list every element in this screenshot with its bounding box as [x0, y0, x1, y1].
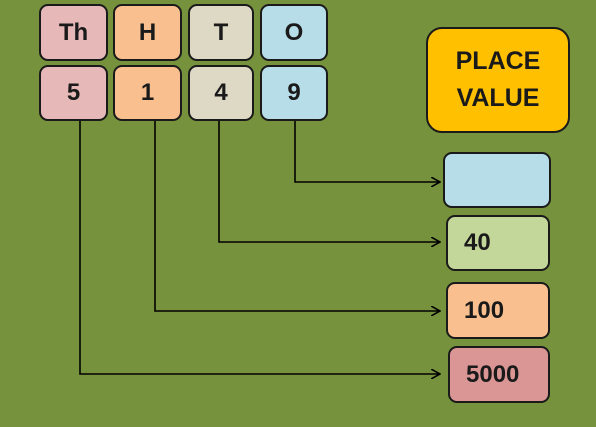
header-hundreds: H	[113, 4, 182, 61]
header-ones: O	[260, 4, 328, 61]
title-line-1: PLACE	[455, 47, 541, 75]
result-tens: 40	[446, 215, 550, 271]
digit-tens: 4	[188, 65, 254, 121]
arrow-tens	[218, 120, 440, 242]
header-tens: T	[188, 4, 254, 61]
digit-thousands: 5	[39, 65, 108, 121]
digit-ones: 9	[260, 65, 328, 121]
digit-hundreds: 1	[113, 65, 182, 121]
result-ones	[443, 152, 551, 208]
place-value-title: PLACE VALUE	[426, 27, 570, 133]
title-line-2: VALUE	[456, 84, 540, 112]
result-thousands: 5000	[448, 346, 550, 403]
header-thousands: Th	[39, 4, 108, 61]
result-hundreds: 100	[446, 282, 550, 339]
arrow-ones	[294, 120, 440, 182]
arrow-thousands	[79, 120, 440, 374]
arrow-hundreds	[154, 120, 440, 311]
